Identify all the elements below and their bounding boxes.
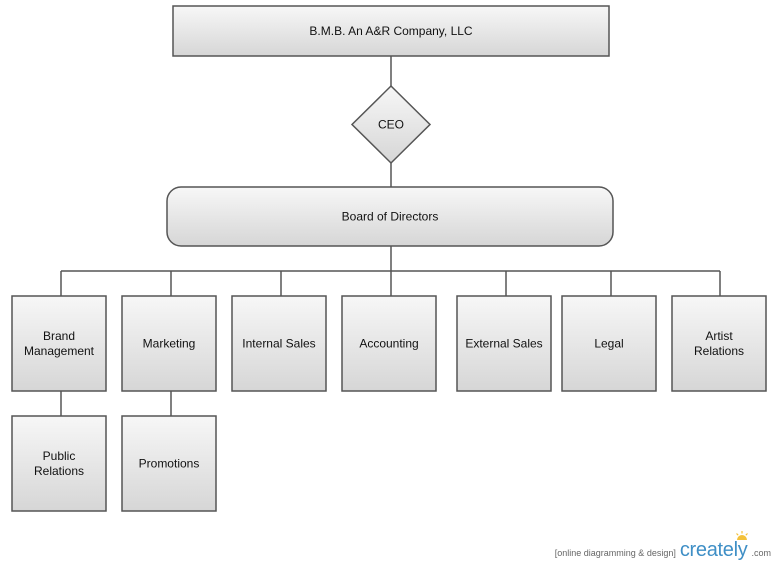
connectors	[60, 56, 721, 416]
node-brand-management-label-line: Management	[24, 344, 95, 358]
node-marketing-shape	[121, 295, 217, 392]
nodes: B.M.B. An A&R Company, LLC CEO Board of Di…	[11, 5, 767, 512]
node-company-label: B.M.B. An A&R Company, LLC	[309, 24, 473, 38]
watermark-dotcom: .com	[751, 548, 771, 558]
node-board-of-directors: Board of Directors	[166, 186, 614, 247]
watermark-tagline: [online diagramming & design]	[554, 548, 676, 558]
node-external-sales: External Sales	[456, 295, 552, 392]
node-board-of-directors-shape	[166, 186, 614, 247]
node-legal-shape	[561, 295, 657, 392]
node-internal-sales-shape	[231, 295, 327, 392]
node-accounting: Accounting	[341, 295, 437, 392]
node-marketing-label-line: Marketing	[143, 337, 196, 351]
creately-logo: creately	[679, 531, 749, 562]
node-promotions: Promotions	[121, 415, 217, 512]
node-ceo-label-line: CEO	[378, 118, 404, 132]
node-accounting-shape	[341, 295, 437, 392]
node-company-label-line: B.M.B. An A&R Company, LLC	[309, 24, 473, 38]
node-ceo-shape	[350, 84, 432, 165]
node-artist-relations-shape	[671, 295, 767, 392]
node-internal-sales-label: Internal Sales	[242, 337, 315, 351]
node-legal-label: Legal	[594, 337, 623, 351]
node-ceo: CEO	[350, 84, 432, 165]
node-external-sales-label: External Sales	[465, 337, 542, 351]
node-marketing-label: Marketing	[143, 337, 196, 351]
node-company-shape	[172, 5, 610, 57]
node-marketing: Marketing	[121, 295, 217, 392]
node-external-sales-shape	[456, 295, 552, 392]
node-promotions-label-line: Promotions	[139, 457, 200, 471]
node-legal: Legal	[561, 295, 657, 392]
node-public-relations-shape	[11, 415, 107, 512]
creately-watermark: [online diagramming & design] creately .…	[554, 531, 771, 562]
node-artist-relations-label-line: Relations	[694, 344, 744, 358]
node-company: B.M.B. An A&R Company, LLC	[172, 5, 610, 57]
sun-icon	[736, 531, 749, 540]
node-promotions-shape	[121, 415, 217, 512]
node-public-relations-label-line: Relations	[34, 464, 84, 478]
node-public-relations-label-line: Public	[43, 449, 76, 463]
node-brand-management-label-line: Brand	[43, 329, 75, 343]
node-accounting-label: Accounting	[359, 337, 418, 351]
node-board-of-directors-label: Board of Directors	[342, 210, 439, 224]
node-internal-sales: Internal Sales	[231, 295, 327, 392]
node-ceo-label: CEO	[378, 118, 404, 132]
node-internal-sales-label-line: Internal Sales	[242, 337, 315, 351]
node-artist-relations-label-line: Artist	[705, 329, 733, 343]
node-external-sales-label-line: External Sales	[465, 337, 542, 351]
node-brand-management-shape	[11, 295, 107, 392]
creately-logo-text: creately	[679, 539, 748, 561]
node-promotions-label: Promotions	[139, 457, 200, 471]
node-legal-label-line: Legal	[594, 337, 623, 351]
node-accounting-label-line: Accounting	[359, 337, 418, 351]
node-board-of-directors-label-line: Board of Directors	[342, 210, 439, 224]
